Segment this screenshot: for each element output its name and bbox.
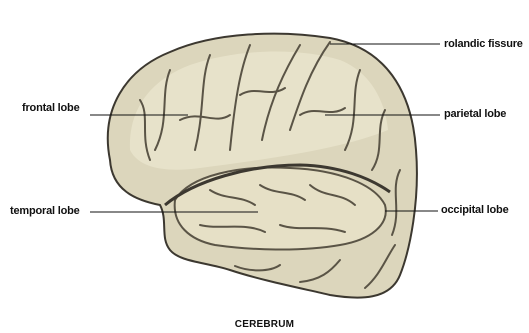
diagram-title: CEREBRUM xyxy=(0,319,529,331)
frontal-lobe-label: frontal lobe xyxy=(22,102,80,114)
occipital-lobe-label: occipital lobe xyxy=(441,204,509,216)
parietal-lobe-label: parietal lobe xyxy=(444,108,506,120)
rolandic-fissure-label: rolandic fissure xyxy=(444,38,523,50)
temporal-lobe-shape xyxy=(175,167,386,249)
temporal-lobe-label: temporal lobe xyxy=(10,205,80,217)
